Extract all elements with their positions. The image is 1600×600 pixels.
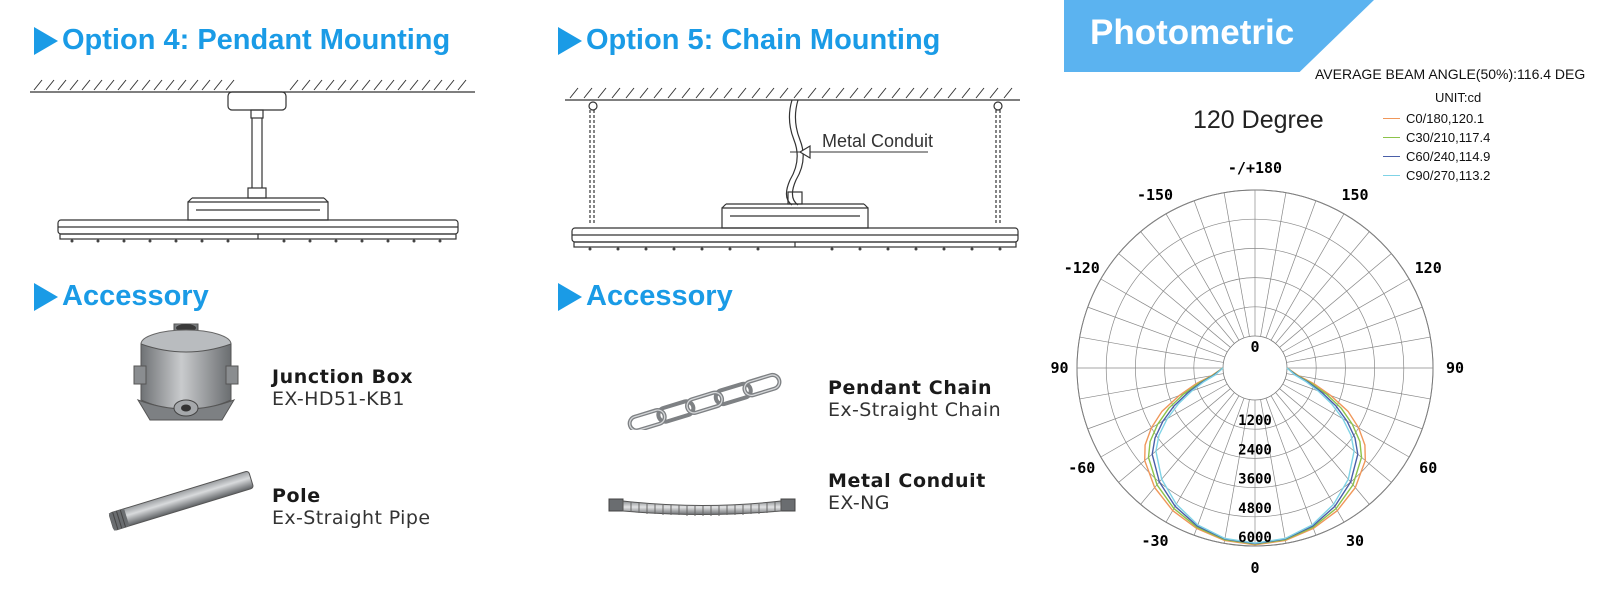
polar-angle-label: 90	[1446, 359, 1464, 377]
polar-spoke	[1223, 192, 1250, 337]
polar-angle-label: -120	[1064, 259, 1100, 277]
accessory-model: Ex-Straight Pipe	[272, 507, 431, 529]
polar-angle-label: 150	[1341, 186, 1368, 204]
accessory-junction-box: Junction Box EX-HD51-KB1	[272, 366, 413, 410]
polar-legend: C0/180,120.1 C30/210,117.4 C60/240,114.9…	[1383, 109, 1490, 185]
legend-item: C0/180,120.1	[1383, 109, 1490, 128]
pendant-mounting-heading: Option 4: Pendant Mounting	[34, 24, 450, 57]
polar-angle-label: 120	[1415, 259, 1442, 277]
polar-spoke	[1284, 306, 1423, 358]
polar-spoke	[1193, 200, 1245, 339]
polar-spoke	[1140, 392, 1235, 505]
polar-spoke	[1118, 388, 1231, 483]
accessory-metal-conduit: Metal Conduit EX-NG	[828, 470, 986, 514]
polar-spoke	[1286, 373, 1431, 400]
polar-spoke	[1165, 395, 1240, 523]
legend-item: C30/210,117.4	[1383, 128, 1490, 147]
polar-spoke	[1279, 253, 1392, 348]
accessory-name: Junction Box	[272, 366, 414, 388]
polar-angle-label: 30	[1346, 532, 1364, 550]
polar-spoke	[1193, 397, 1245, 536]
polar-spoke	[1087, 378, 1226, 430]
polar-spoke	[1079, 336, 1224, 363]
polar-spoke	[1260, 192, 1287, 337]
accessory-pole: Pole Ex-Straight Pipe	[272, 485, 430, 529]
legend-swatch	[1383, 156, 1400, 157]
pendant-heading-text: Option 4: Pendant Mounting	[62, 24, 451, 56]
chain-mounting-diagram	[565, 87, 1020, 251]
legend-label: C60/240,114.9	[1406, 149, 1491, 164]
polar-radial-label: 2400	[1238, 442, 1272, 458]
polar-spoke	[1165, 213, 1240, 341]
polar-spoke	[1223, 399, 1250, 544]
polar-spoke	[1265, 200, 1317, 339]
polar-candela-chart: -/+180 150 120 90 60 30 0 -30 -60 -90 -120 -150 0 120…	[1050, 160, 1464, 577]
polar-angle-label: 0	[1250, 559, 1259, 577]
legend-label: C0/180,120.1	[1406, 111, 1485, 126]
polar-spoke	[1079, 373, 1224, 400]
polar-spoke	[1284, 378, 1423, 430]
polar-spoke	[1118, 253, 1231, 348]
legend-swatch	[1383, 118, 1400, 119]
chain-mounting-heading: Option 5: Chain Mounting	[558, 24, 940, 57]
polar-spoke	[1140, 231, 1235, 344]
polar-spoke	[1270, 213, 1345, 341]
chain-heading-text: Option 5: Chain Mounting	[586, 24, 941, 56]
polar-spoke	[1275, 392, 1370, 505]
polar-angle-label: -90	[1050, 359, 1069, 377]
legend-item: C90/270,113.2	[1383, 166, 1490, 185]
polar-spoke	[1260, 399, 1287, 544]
polar-spoke	[1279, 388, 1392, 483]
metal-conduit-image	[608, 498, 796, 516]
pendant-chain-image	[627, 372, 782, 430]
accessory-model: EX-HD51-KB1	[272, 388, 405, 410]
pendant-accessory-heading-text: Accessory	[62, 280, 209, 312]
legend-swatch	[1383, 175, 1400, 176]
accessory-name: Metal Conduit	[828, 470, 986, 492]
accessory-model: EX-NG	[828, 492, 890, 514]
triangle-bullet-icon	[34, 26, 58, 55]
polar-spoke	[1286, 336, 1431, 363]
polar-series-curve	[1155, 367, 1355, 544]
polar-radial-label: 3600	[1238, 472, 1272, 488]
junction-box-image	[133, 323, 239, 421]
polar-center-label: 0	[1250, 338, 1259, 356]
chain-accessory-heading: Accessory	[558, 280, 733, 313]
accessory-name: Pole	[272, 485, 321, 507]
pendant-mounting-diagram	[30, 79, 475, 243]
legend-item: C60/240,114.9	[1383, 147, 1490, 166]
polar-spoke	[1275, 231, 1370, 344]
triangle-bullet-icon	[558, 282, 582, 311]
polar-spoke	[1087, 306, 1226, 358]
polar-radial-label: 1200	[1238, 413, 1272, 429]
beam-angle-text: AVERAGE BEAM ANGLE(50%):116.4 DEG	[1315, 66, 1586, 82]
polar-angle-label: -30	[1141, 532, 1168, 550]
polar-angle-label: -150	[1137, 186, 1173, 204]
polar-angle-label: 60	[1419, 459, 1437, 477]
chain-accessory-heading-text: Accessory	[586, 280, 733, 312]
polar-spoke	[1100, 278, 1228, 353]
polar-angle-label: -/+180	[1228, 160, 1282, 177]
pendant-accessory-heading: Accessory	[34, 280, 209, 313]
unit-text: UNIT:cd	[1435, 90, 1482, 105]
degree-title: 120 Degree	[1193, 106, 1324, 134]
polar-radial-label: 6000	[1238, 530, 1272, 546]
legend-label: C30/210,117.4	[1406, 130, 1491, 145]
polar-angle-label: -60	[1068, 459, 1095, 477]
polar-radial-label: 4800	[1238, 501, 1272, 517]
accessory-pendant-chain: Pendant Chain Ex-Straight Chain	[828, 377, 1001, 421]
polar-spoke	[1270, 395, 1345, 523]
legend-swatch	[1383, 137, 1400, 138]
legend-label: C90/270,113.2	[1406, 168, 1491, 183]
accessory-name: Pendant Chain	[828, 377, 993, 399]
pole-image	[108, 470, 254, 531]
accessory-model: Ex-Straight Chain	[828, 399, 1002, 421]
triangle-bullet-icon	[34, 282, 58, 311]
polar-spoke	[1265, 397, 1317, 536]
photometric-title: Photometric	[1090, 13, 1295, 52]
triangle-bullet-icon	[558, 26, 582, 55]
polar-spoke	[1282, 278, 1410, 353]
metal-conduit-callout: Metal Conduit	[822, 131, 934, 151]
